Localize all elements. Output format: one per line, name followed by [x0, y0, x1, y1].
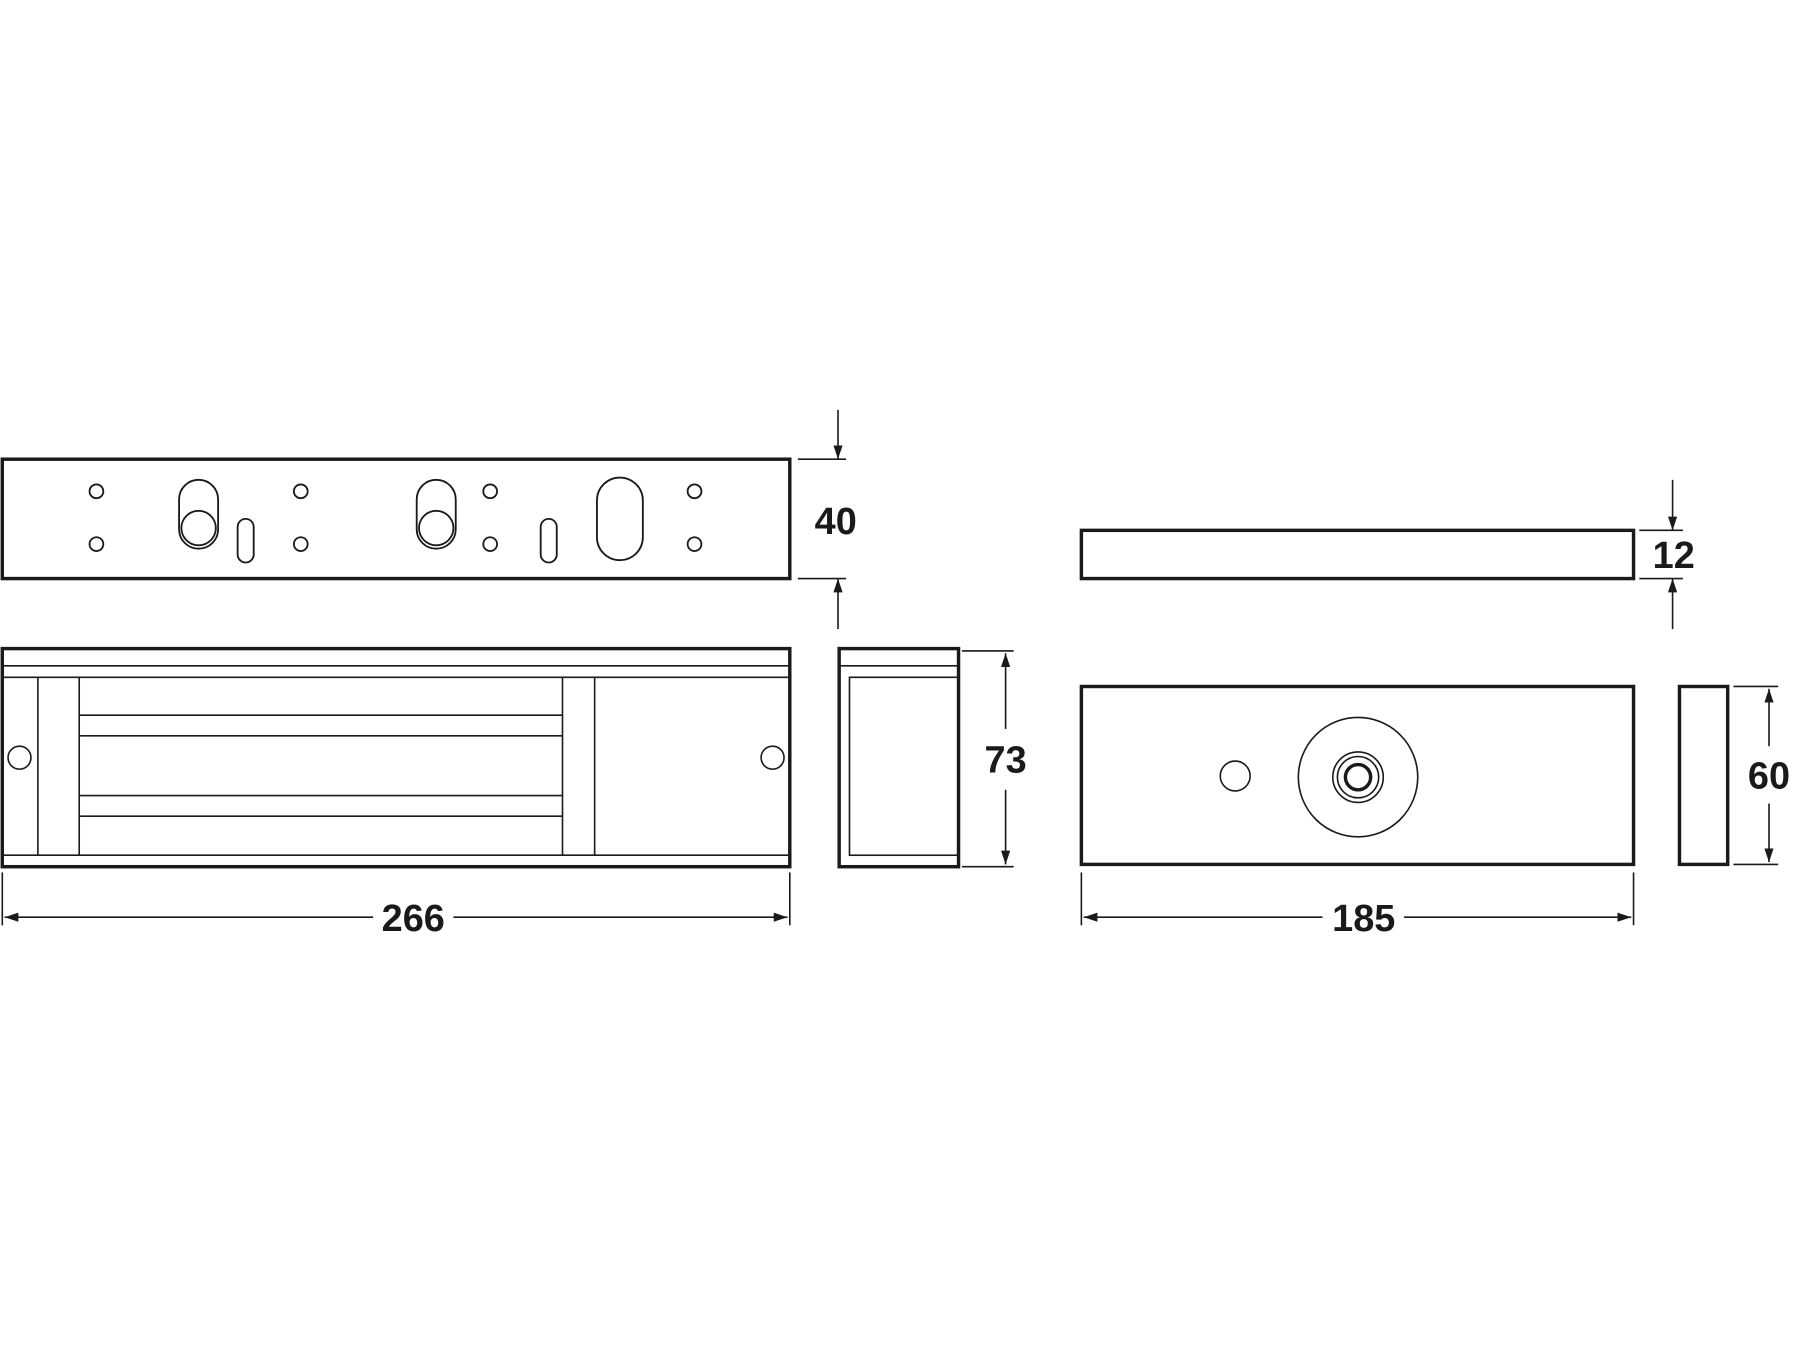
armature-thickness-label: 12	[1653, 535, 1695, 577]
armature-plate-top-view: 12	[1079, 479, 1695, 630]
magnet-length-label: 266	[382, 898, 445, 940]
armature-height-label: 60	[1748, 756, 1790, 798]
armature-plate-front-view: 185	[1079, 684, 1636, 940]
mounting-plate-view: 40	[0, 409, 857, 630]
armature-length-label: 185	[1332, 898, 1395, 940]
magnet-body-front-view: 266	[0, 646, 792, 940]
magnet-height-label: 73	[985, 740, 1027, 782]
magnet-body-side-view: 73	[837, 646, 1027, 869]
armature-plate-side-view: 60	[1677, 684, 1790, 867]
plate-height-label: 40	[815, 501, 857, 543]
